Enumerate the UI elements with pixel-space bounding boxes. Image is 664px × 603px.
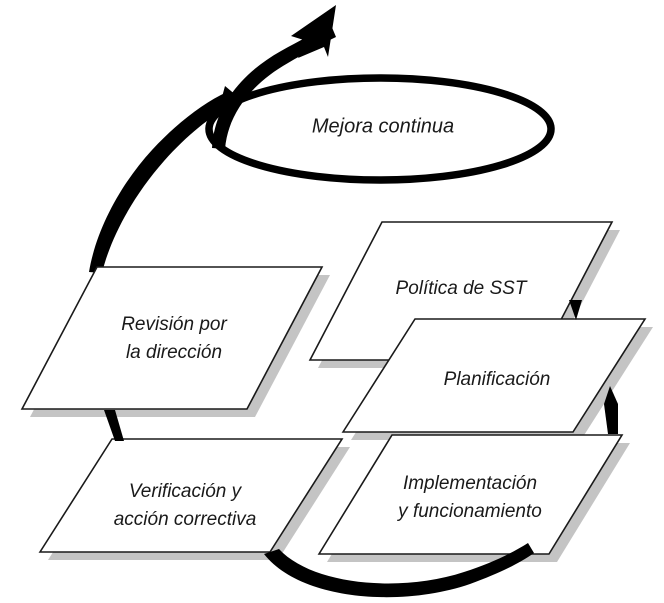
- implementacion-label-line2: y funcionamiento: [396, 501, 542, 522]
- connector-implementacion-to-planificacion: [604, 386, 618, 434]
- implementacion-label-line1: Implementación: [403, 473, 537, 494]
- mejora-continua-loop: Mejora continua: [205, 74, 555, 184]
- planificacion-label-line1: Planificación: [444, 369, 551, 390]
- connector-verificacion-to-revision: [104, 410, 124, 441]
- node-planificacion[interactable]: Planificación: [341, 318, 647, 433]
- connector-implementacion-to-verificacion: [264, 543, 534, 598]
- node-verificacion-y-accion-correctiva[interactable]: Verificación y acción correctiva: [38, 438, 344, 553]
- politica-label-line1: Política de SST: [396, 278, 528, 299]
- implementacion-face[interactable]: [317, 434, 624, 555]
- verificacion-to-revision-link: [104, 410, 124, 441]
- node-revision-por-la-direccion[interactable]: Revisión por la dirección: [20, 266, 324, 410]
- connector-politica-to-planificacion: [569, 300, 582, 320]
- planificacion-face[interactable]: [341, 318, 647, 433]
- revision-face[interactable]: [20, 266, 324, 410]
- revision-label-line2: la dirección: [126, 342, 222, 363]
- politica-to-planificacion-arrowhead: [569, 300, 582, 320]
- loop-ellipse: [205, 74, 555, 184]
- loop-label: Mejora continua: [312, 115, 454, 137]
- node-implementacion-y-funcionamiento[interactable]: Implementación y funcionamiento: [317, 434, 624, 555]
- revision-label-line1: Revisión por: [121, 314, 227, 335]
- spiral-arrowhead: [291, 5, 336, 58]
- verificacion-label-line1: Verificación y: [129, 481, 243, 502]
- verificacion-label-line2: acción correctiva: [114, 509, 257, 530]
- bottom-arc-path: [264, 543, 534, 598]
- verificacion-face[interactable]: [38, 438, 344, 553]
- implementacion-to-planificacion-arrow: [604, 386, 618, 434]
